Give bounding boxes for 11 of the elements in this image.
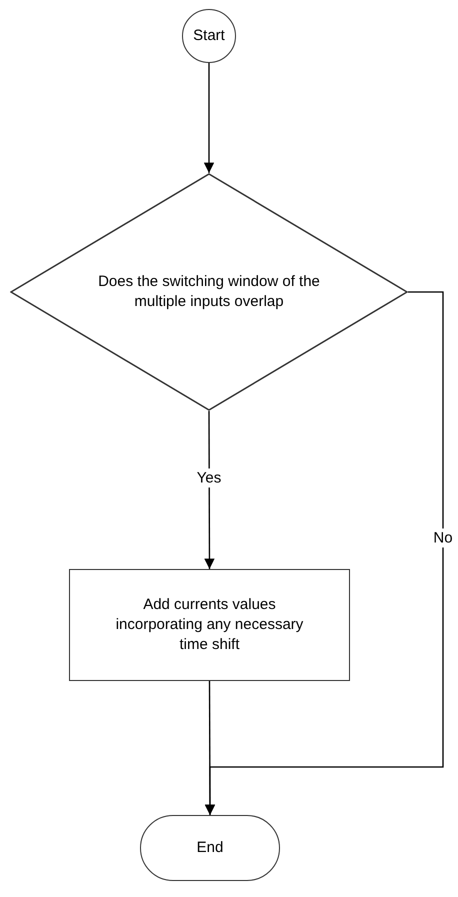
edge-label: Yes bbox=[194, 468, 224, 488]
node-text: End bbox=[196, 838, 224, 858]
arrow bbox=[204, 291, 444, 815]
arrow bbox=[204, 411, 215, 569]
node-text: Does the switching window of the multiple inputs overlap bbox=[97, 272, 321, 312]
node-text: Start bbox=[193, 26, 225, 46]
decision-diamond bbox=[10, 173, 408, 411]
arrow bbox=[204, 63, 214, 173]
node-text: Add currents values incorporating any necessary time shift bbox=[114, 594, 304, 656]
process-box bbox=[69, 569, 350, 681]
start-circle bbox=[182, 9, 236, 63]
